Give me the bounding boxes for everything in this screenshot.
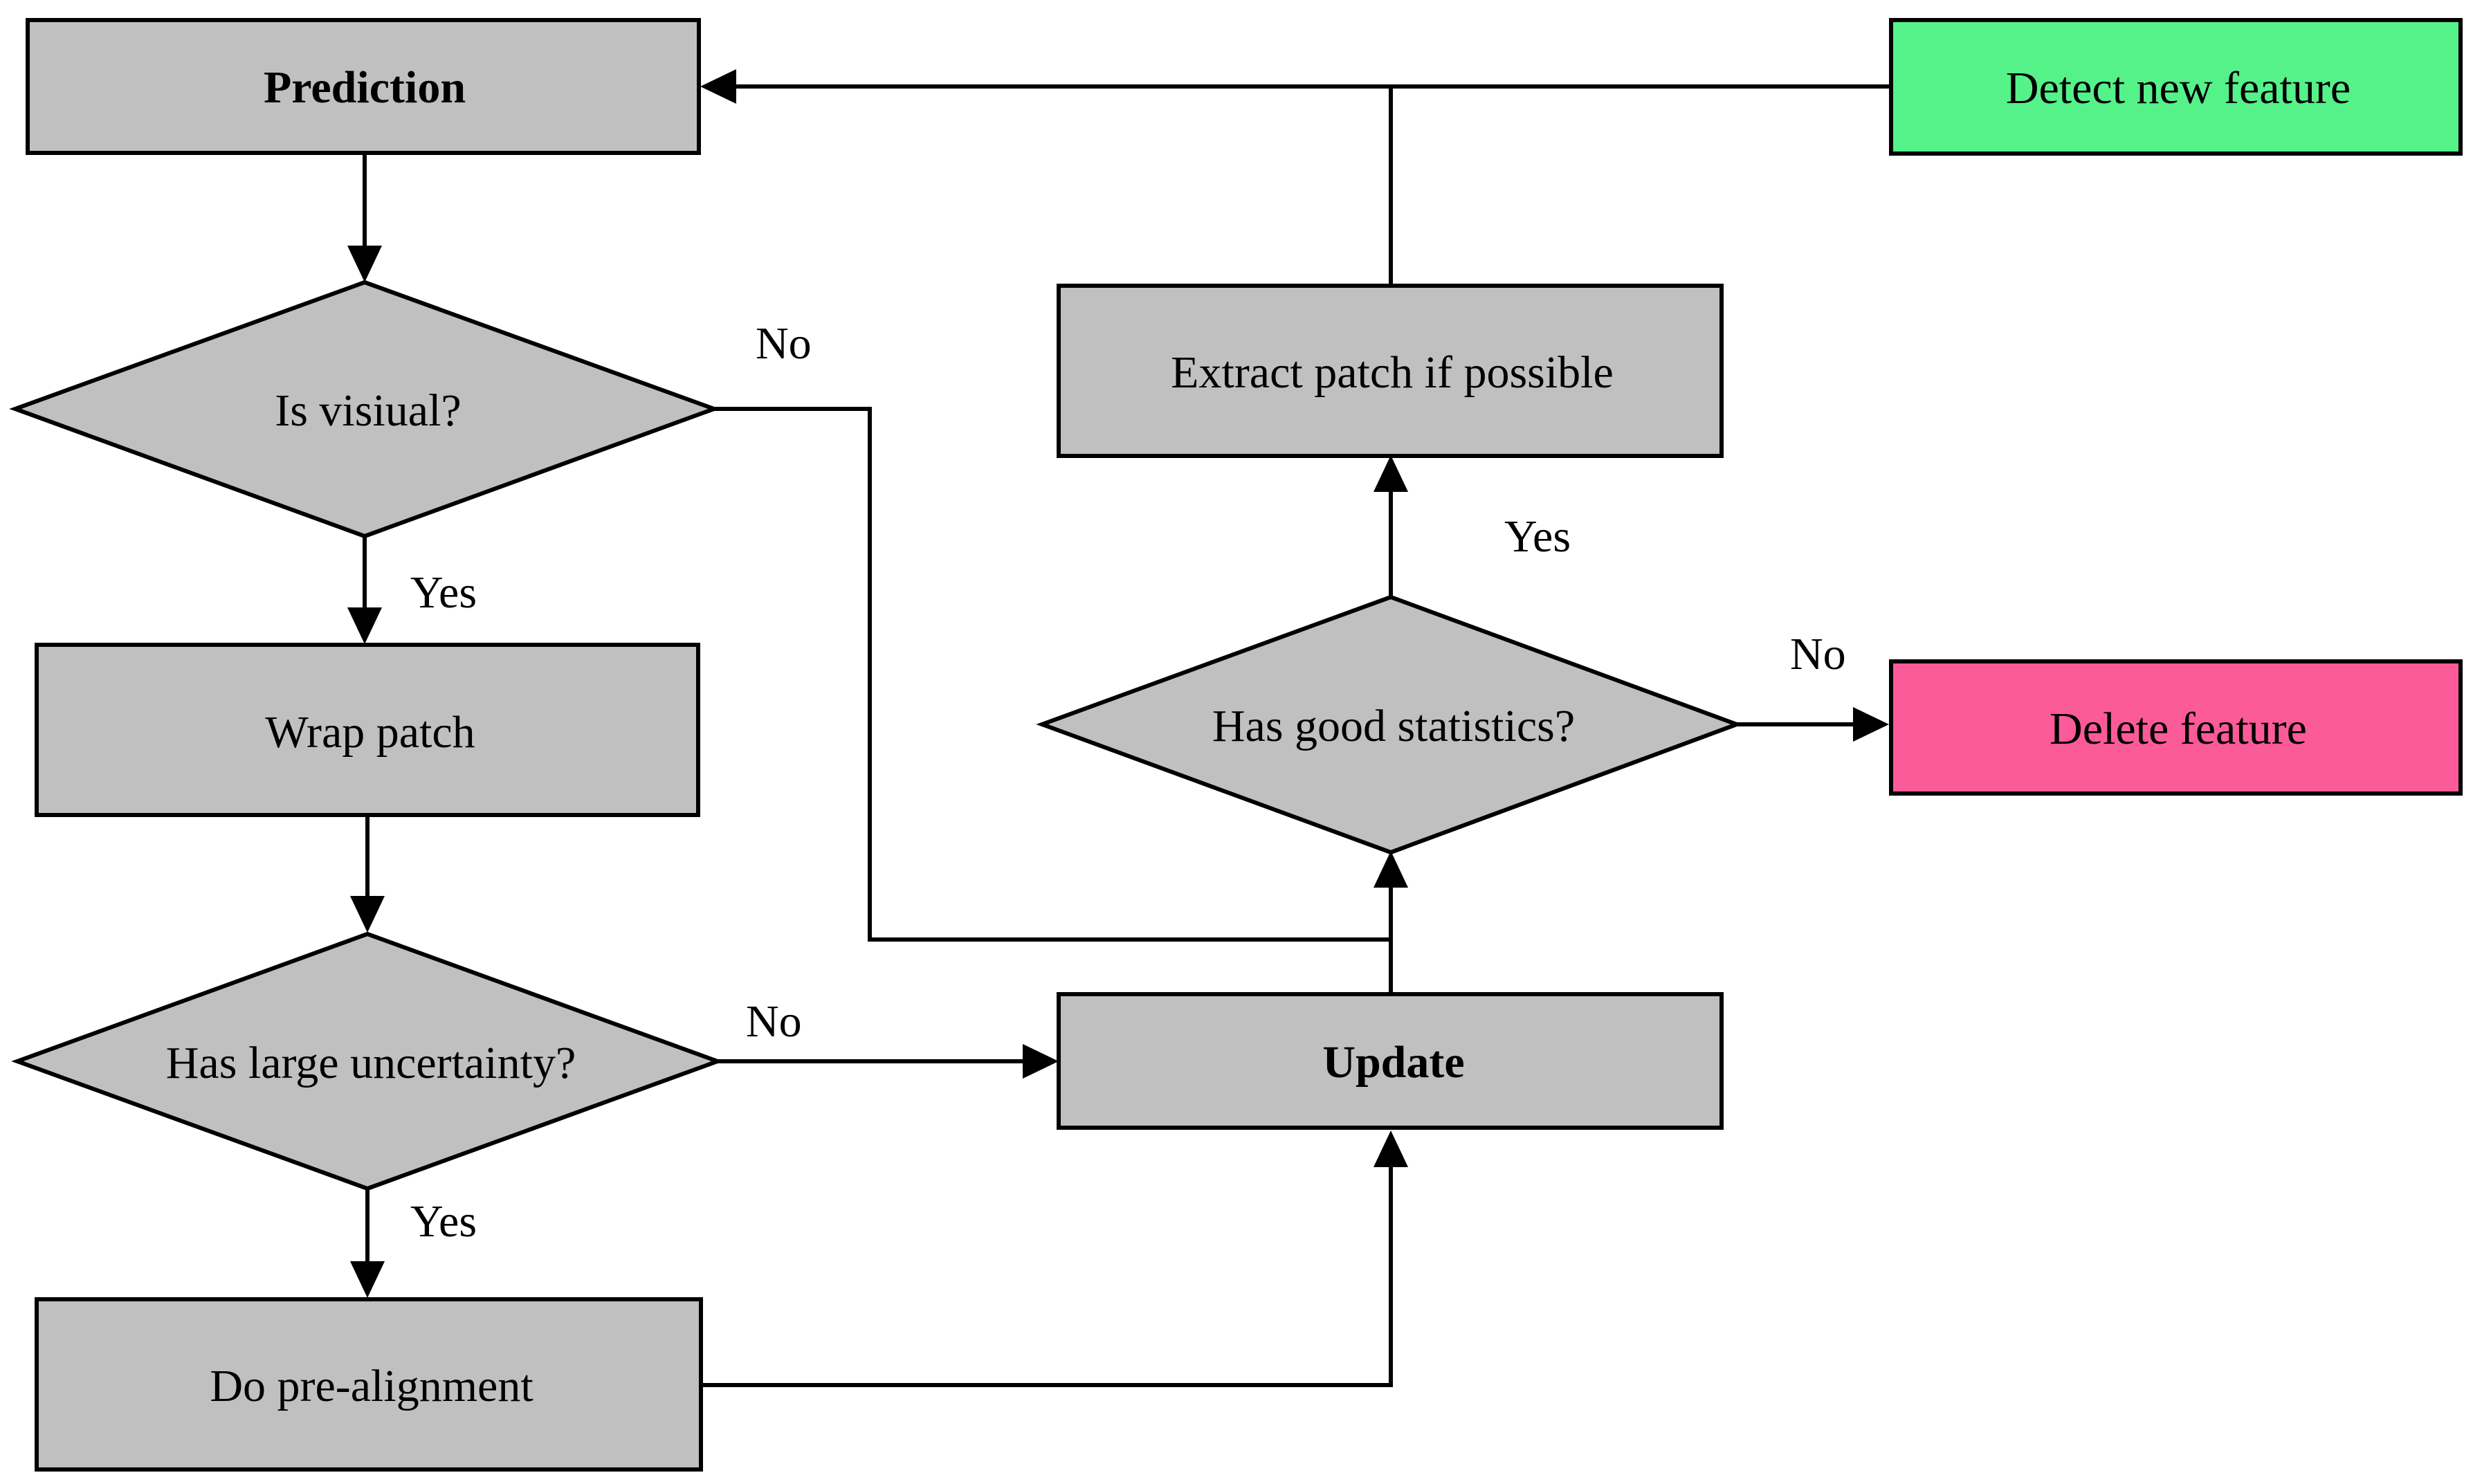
is-visual-diamond [9,280,720,539]
statistics-diamond [1036,594,1743,855]
edge-prealign-to-update [701,1162,1393,1387]
arrowhead-icon [1853,707,1889,742]
update-label: Update [1322,1037,1464,1088]
is-visual-label: Is visiual? [275,385,461,436]
statistics-label: Has good statistics? [1212,701,1575,751]
edge-label-uncertainty-yes: Yes [410,1196,477,1247]
arrowhead-icon [347,246,382,282]
node-has-large-uncertainty: Has large uncertainty? [11,931,724,1191]
node-is-visual: Is visiual? [9,280,720,539]
detect-new-feature-label: Detect new feature [2006,63,2351,113]
detect-new-feature-box [1889,18,2463,156]
arrowhead-icon [700,69,736,104]
arrowhead-icon [350,1261,385,1298]
prediction-label: Prediction [264,62,466,113]
arrowhead-icon [1374,455,1408,492]
prediction-box [26,18,701,155]
node-wrap-patch: Wrap patch [35,643,700,817]
arrowhead-icon [1374,851,1408,888]
edge-label-statistics-no: No [1790,629,1846,679]
update-box [1057,992,1724,1130]
edge-is-visual-no [713,407,1391,942]
node-has-good-statistics: Has good statistics? [1036,594,1743,855]
node-prediction: Prediction [26,18,701,155]
delete-feature-box [1889,659,2463,796]
wrap-patch-box [35,643,700,817]
uncertainty-label: Has large uncertainty? [166,1038,576,1088]
arrowhead-icon [347,607,382,644]
pre-alignment-box [35,1297,703,1472]
extract-patch-box [1057,284,1724,458]
edge-label-uncertainty-no: No [746,996,802,1047]
arrowhead-icon [350,896,385,933]
arrowhead-icon [1023,1044,1059,1079]
edge-label-is-visual-no: No [756,318,812,369]
extract-patch-label: Extract patch if possible [1171,347,1614,398]
pre-alignment-label: Do pre-alignment [210,1361,533,1411]
node-detect-new-feature: Detect new feature [1889,18,2463,156]
arrowhead-icon [1374,1130,1408,1167]
node-update: Update [1057,992,1724,1130]
uncertainty-diamond [11,931,724,1191]
edge-label-is-visual-yes: Yes [410,567,477,618]
wrap-patch-label: Wrap patch [265,707,475,758]
edge-label-statistics-yes: Yes [1504,511,1571,562]
node-extract-patch: Extract patch if possible [1057,284,1724,458]
node-do-pre-alignment: Do pre-alignment [35,1297,703,1472]
delete-feature-label: Delete feature [2050,704,2307,754]
node-delete-feature: Delete feature [1889,659,2463,796]
